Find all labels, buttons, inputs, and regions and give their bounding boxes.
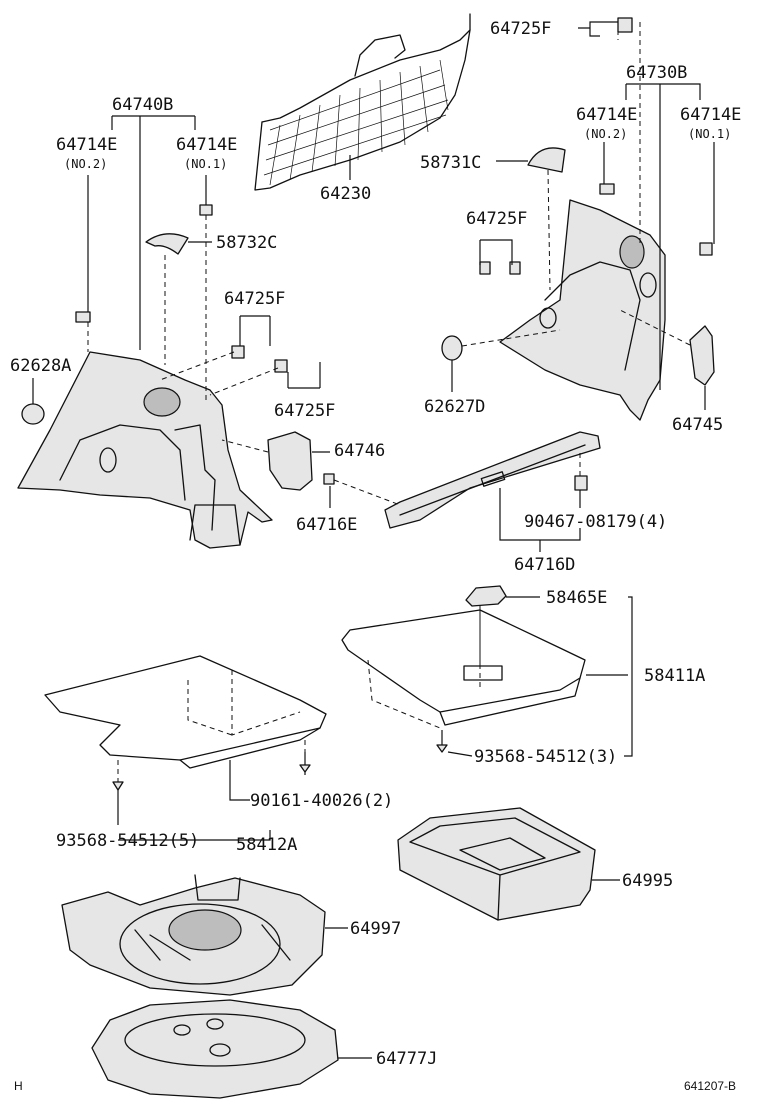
label-93568-5: 93568-54512(5) (56, 831, 199, 851)
footer: H 641207-B (14, 1079, 736, 1093)
cover-64746 (267, 431, 313, 491)
label-64230: 64230 (320, 184, 371, 204)
leader-lines (32, 21, 715, 1059)
cover-64777j (91, 999, 339, 1099)
label-64746: 64746 (334, 441, 385, 461)
label-93568-3: 93568-54512(3) (474, 747, 617, 767)
label-64714e-right-no2: 64714E (576, 105, 637, 125)
label-64745: 64745 (672, 415, 723, 435)
label-58731c: 58731C (420, 153, 481, 173)
deck-board-58412a (44, 655, 327, 769)
label-64725f-right: 64725F (466, 209, 527, 229)
label-64725f-top: 64725F (490, 19, 551, 39)
label-64714e-left-no2: 64714E (56, 135, 117, 155)
label-64777j: 64777J (376, 1049, 437, 1069)
part-labels: 64725F 64730B 64740B 64714E (NO.2) 64714… (10, 19, 741, 1069)
label-64730b: 64730B (626, 63, 687, 83)
label-90467: 90467-08179(4) (524, 512, 667, 532)
tray-64997 (61, 874, 326, 996)
label-64725f-mid: 64725F (224, 289, 285, 309)
sill-plate-64716d (384, 431, 601, 529)
deck-board-58411a (341, 585, 586, 729)
cargo-net-64230 (254, 13, 471, 191)
right-quarter-trim-64730b (499, 199, 666, 421)
label-64725f-low: 64725F (274, 401, 335, 421)
label-64995: 64995 (622, 871, 673, 891)
label-no2-right: (NO.2) (584, 127, 627, 141)
grommet-62628a (21, 403, 45, 425)
label-58732c: 58732C (216, 233, 277, 253)
tray-64995 (397, 807, 596, 921)
label-58412a: 58412A (236, 835, 297, 855)
cover-58465e (465, 585, 507, 607)
label-58411a: 58411A (644, 666, 705, 686)
footer-right-code: 641207-B (684, 1079, 736, 1093)
label-64740b: 64740B (112, 95, 173, 115)
clips (75, 17, 713, 491)
cover-64745 (689, 325, 715, 386)
label-58465e: 58465E (546, 588, 607, 608)
label-90161: 90161-40026(2) (250, 791, 393, 811)
label-64997: 64997 (350, 919, 401, 939)
label-64714e-right-no1: 64714E (680, 105, 741, 125)
label-64714e-left-no1: 64714E (176, 135, 237, 155)
label-64716e: 64716E (296, 515, 357, 535)
cap-58731c (527, 147, 566, 173)
label-no2-left: (NO.2) (64, 157, 107, 171)
label-62628a: 62628A (10, 356, 71, 376)
screws (112, 744, 448, 791)
footer-left-code: H (14, 1079, 23, 1093)
label-no1-right: (NO.1) (688, 127, 731, 141)
cap-58732c (145, 233, 189, 255)
grommet-62627d (441, 335, 463, 361)
label-64716d: 64716D (514, 555, 575, 575)
left-quarter-trim-64740b (17, 351, 273, 549)
label-62627d: 62627D (424, 397, 485, 417)
label-no1-left: (NO.1) (184, 157, 227, 171)
